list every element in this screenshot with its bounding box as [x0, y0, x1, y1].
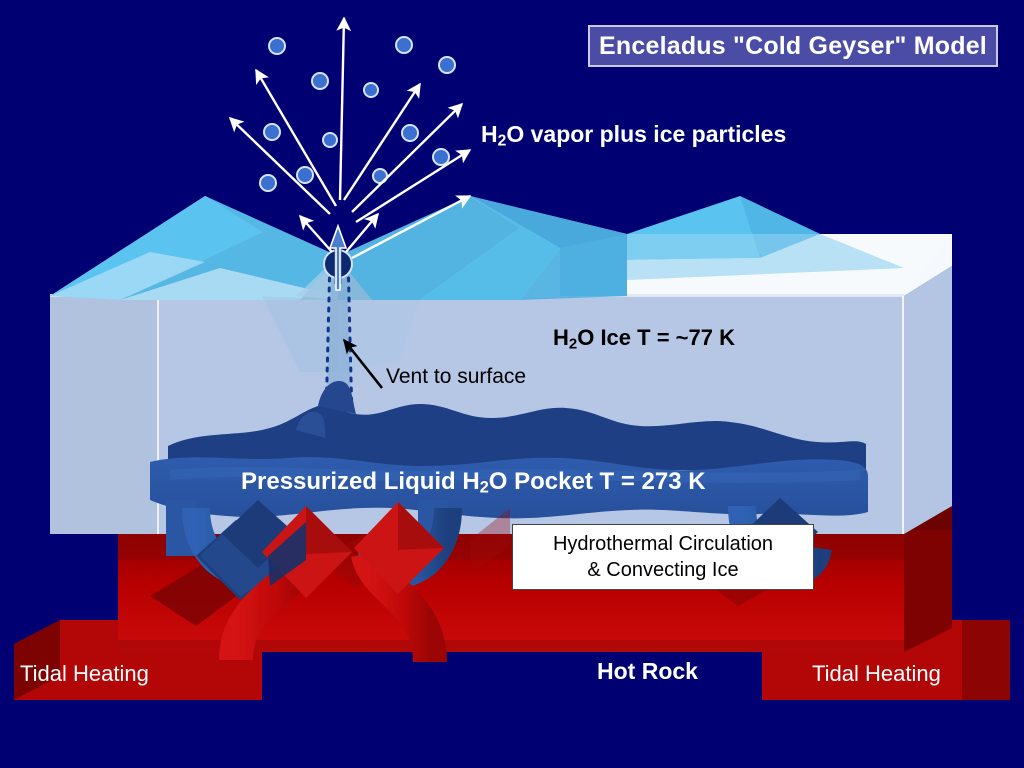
plume-arrow-base-right-far	[351, 194, 472, 260]
plume-arrow-base-left	[299, 214, 333, 253]
page-title: Enceladus "Cold Geyser" Model	[599, 31, 987, 60]
ice-right-face	[904, 266, 952, 534]
pocket-top-surface	[168, 404, 866, 470]
rock-right-face	[904, 506, 952, 652]
blue-arrowhead-left	[222, 500, 296, 568]
plume-label-suffix: O vapor plus ice particles	[506, 121, 787, 147]
conduit-right-dotted-edge	[346, 256, 354, 420]
plume-arrow-upper-right	[342, 82, 422, 201]
plume-arrow-vertical	[336, 16, 352, 201]
pocket-label-suffix: O Pocket T = 273 K	[488, 468, 706, 495]
tidal-heating-label-right: Tidal Heating	[812, 661, 941, 686]
conduit-jet-arrow	[328, 223, 348, 291]
plume-arrow-base-right	[345, 212, 379, 253]
terrain-right-mid	[338, 196, 520, 300]
pocket-label-subscript: 2	[479, 478, 489, 497]
hydrothermal-line-2: & Convecting Ice	[587, 559, 739, 581]
plume-arrows	[228, 16, 472, 260]
plume-arrow-lower-right	[355, 148, 472, 224]
tidal-heating-label-left: Tidal Heating	[20, 661, 149, 686]
plume-arrow-mid-left	[228, 117, 331, 215]
plume-label-subscript: 2	[497, 132, 507, 150]
plume-arrow-mid-right	[351, 102, 464, 213]
plume-ice-particles	[259, 36, 456, 192]
ice-label-prefix: H	[553, 325, 569, 350]
hot-rock-label: Hot Rock	[597, 658, 698, 684]
title-box: Enceladus "Cold Geyser" Model	[588, 25, 998, 67]
vent-callout-arrow	[342, 338, 384, 389]
convection-arrows	[182, 498, 832, 664]
hydrothermal-line-1: Hydrothermal Circulation	[552, 533, 774, 555]
plume-label-prefix: H	[481, 121, 498, 147]
plume-arrow-upper-left	[254, 68, 338, 207]
plume-label: H2O vapor plus ice particles	[481, 121, 786, 150]
ice-left-face	[50, 296, 158, 534]
pocket-front-face	[150, 457, 868, 519]
liquid-water-pocket	[150, 381, 868, 556]
ice-surface-terrain	[50, 196, 904, 372]
hydrothermal-callout-box: Hydrothermal Circulation & Convecting Ic…	[512, 524, 814, 590]
pocket-label-prefix: Pressurized Liquid H	[241, 468, 480, 495]
water-pocket-label: Pressurized Liquid H2O Pocket T = 273 K	[241, 468, 706, 497]
ice-label-subscript: 2	[568, 335, 578, 353]
ice-label-suffix: O Ice T = ~77 K	[577, 325, 735, 350]
ice-layer-label: H2O Ice T = ~77 K	[553, 325, 735, 352]
terrain-right-cyan	[420, 196, 560, 300]
vent-label: Vent to surface	[386, 365, 527, 388]
